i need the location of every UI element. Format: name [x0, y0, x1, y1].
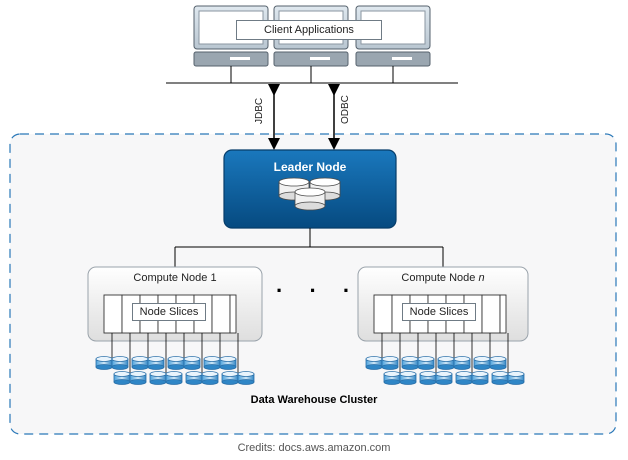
compute-node-n-title-suffix: n [478, 272, 485, 284]
compute-node-n-disks [365, 333, 525, 385]
storage-disk-icon [95, 356, 113, 370]
storage-disk-icon [365, 356, 383, 370]
storage-disk-icon [399, 371, 417, 385]
compute-node-n-title-prefix: Compute Node [401, 272, 479, 284]
storage-disk-icon [203, 356, 221, 370]
storage-disk-icon [221, 371, 239, 385]
storage-disk-icon [219, 356, 237, 370]
client-applications-label: Client Applications [236, 20, 382, 40]
cluster-label: Data Warehouse Cluster [250, 394, 378, 406]
storage-disk-icon [185, 371, 203, 385]
storage-disk-icon [149, 371, 167, 385]
storage-disk-icon [401, 356, 419, 370]
more-nodes-ellipsis: · · · [276, 278, 361, 303]
storage-disk-icon [201, 371, 219, 385]
storage-disk-icon [507, 371, 525, 385]
compute-node-n-title: Compute Node n [354, 272, 532, 284]
storage-disk-icon [383, 371, 401, 385]
storage-disk-icon [453, 356, 471, 370]
storage-disk-icon [471, 371, 489, 385]
storage-disk-icon [437, 356, 455, 370]
compute-node-1-title: Compute Node 1 [86, 272, 264, 284]
network-bus [166, 66, 458, 84]
storage-disk-icon [417, 356, 435, 370]
leader-node-title: Leader Node [273, 160, 347, 174]
compute-node-n-slices-label: Node Slices [402, 303, 476, 321]
leader-compute-connector [174, 228, 444, 267]
compute-node-1-title-suffix: 1 [210, 272, 217, 284]
storage-disk-icon [111, 356, 129, 370]
storage-disk-icon [237, 371, 255, 385]
compute-node-1-slices-label: Node Slices [132, 303, 206, 321]
storage-disk-icon [113, 371, 131, 385]
jdbc-label: JDBC [254, 97, 265, 124]
compute-node-1-disks [95, 333, 255, 385]
storage-disk-icon [129, 371, 147, 385]
storage-disk-icon [167, 356, 185, 370]
odbc-label: ODBC [340, 95, 351, 124]
storage-disk-icon [491, 371, 509, 385]
storage-disk-icon [147, 356, 165, 370]
compute-node-1-title-prefix: Compute Node [133, 272, 211, 284]
storage-disk-icon [381, 356, 399, 370]
credits-text: Credits: docs.aws.amazon.com [237, 442, 391, 454]
storage-disk-icon [165, 371, 183, 385]
storage-disk-icon [419, 371, 437, 385]
storage-disk-icon [183, 356, 201, 370]
storage-disk-icon [489, 356, 507, 370]
storage-disk-icon [473, 356, 491, 370]
storage-disk-icon [435, 371, 453, 385]
storage-disk-icon [131, 356, 149, 370]
storage-disk-icon [455, 371, 473, 385]
